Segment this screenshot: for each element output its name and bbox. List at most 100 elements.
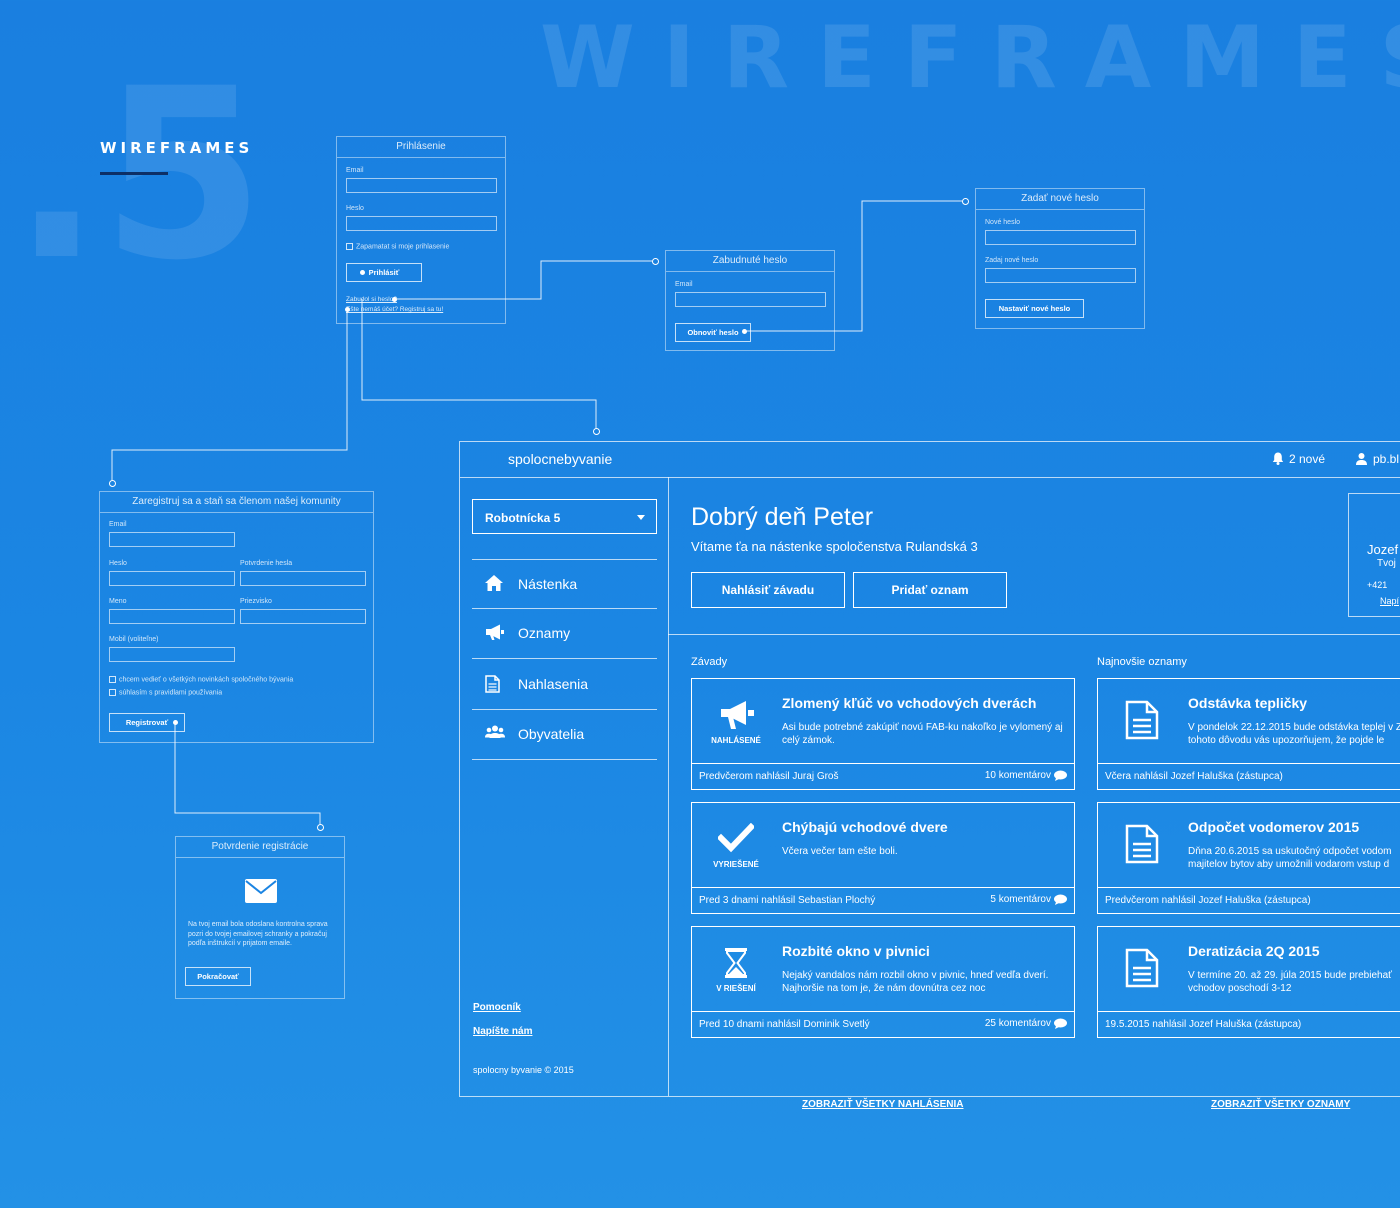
notice-card[interactable]: Odpočet vodomerov 2015 Dňna 20.6.2015 sa… <box>1097 802 1400 914</box>
connector-dot <box>741 328 747 334</box>
email-input[interactable] <box>109 532 235 547</box>
profile-role: Tvoj <box>1377 558 1396 569</box>
card-author: Predvčerom nahlásil Jozef Haluška (zástu… <box>1105 895 1311 906</box>
card-title: Odstávka tepličky <box>1188 695 1308 711</box>
document-icon <box>485 675 500 693</box>
profile-phone: +421 <box>1367 580 1388 590</box>
repeat-password-input[interactable] <box>985 268 1136 283</box>
comments-count: 10 komentárov <box>984 770 1051 782</box>
forgot-password-wireframe: Zabudnuté heslo Email Obnoviť heslo <box>665 250 835 351</box>
nav-divider <box>472 709 657 710</box>
set-password-button[interactable]: Nastaviť nové heslo <box>985 299 1084 318</box>
notices-heading: Najnovšie oznamy <box>1097 656 1187 668</box>
register-button[interactable]: Registrovať <box>109 713 185 732</box>
defect-card[interactable]: V RIEŠENÍ Rozbité okno v pivnici Nejaký … <box>691 926 1075 1038</box>
connector-end <box>961 197 969 205</box>
rules-checkbox[interactable]: súhlasím s pravidlami používania <box>109 689 222 696</box>
user-menu[interactable]: pb.bl <box>1356 452 1399 466</box>
connector-dot <box>344 306 350 312</box>
user-icon <box>1356 453 1367 465</box>
continue-button[interactable]: Pokračovať <box>185 967 251 986</box>
megaphone-icon <box>486 624 504 640</box>
defect-card[interactable]: NAHLÁSENÉ Zlomený kľúč vo vchodových dve… <box>691 678 1075 790</box>
card-description: Nejaký vandalos nám rozbil okno v pivnic… <box>782 970 1049 994</box>
card-author: Pred 3 dnami nahlásil Sebastian Plochý <box>699 895 876 906</box>
confirm-password-input[interactable] <box>240 571 366 586</box>
login-wireframe: Prihlásenie Email Heslo Zapamatat si moj… <box>336 136 506 324</box>
defects-heading: Závady <box>691 656 728 668</box>
sidebar-item-label: Oznamy <box>518 625 571 641</box>
name-input[interactable] <box>109 609 235 624</box>
add-notice-button[interactable]: Pridať oznam <box>853 572 1007 608</box>
comments-link[interactable]: 5 komentárov <box>990 894 1067 905</box>
contact-link[interactable]: Napíšte nám <box>473 1026 533 1037</box>
reset-password-button[interactable]: Obnoviť heslo <box>675 323 751 342</box>
register-link[interactable]: Ešte nemáš účet? Registruj sa tu! <box>346 306 444 313</box>
comment-icon <box>1054 1018 1067 1029</box>
sidebar-item-nahlasenia[interactable]: Nahlasenia <box>472 660 657 708</box>
email-input[interactable] <box>675 292 826 307</box>
email-label: Email <box>346 167 364 174</box>
sidebar-item-obyvatelia[interactable]: Obyvatelia <box>472 710 657 758</box>
help-link[interactable]: Pomocník <box>473 1002 521 1013</box>
name-label: Meno <box>109 598 127 605</box>
connector-dot <box>391 296 397 302</box>
card-icon-area <box>1098 927 1186 1013</box>
home-icon <box>485 575 503 591</box>
card-footer: 19.5.2015 nahlásil Jozef Haluška (zástup… <box>1098 1011 1400 1037</box>
document-icon <box>1125 824 1159 864</box>
comments-link[interactable]: 25 komentárov <box>985 1018 1067 1029</box>
password-label: Heslo <box>346 205 364 212</box>
notice-card[interactable]: Deratizácia 2Q 2015 V termíne 20. až 29.… <box>1097 926 1400 1038</box>
notifications[interactable]: 2 nové <box>1272 452 1325 466</box>
show-all-notices-link[interactable]: ZOBRAZIŤ VŠETKY OZNAMY <box>1211 1099 1351 1110</box>
remember-checkbox[interactable]: Zapamatat si moje prihlasenie <box>346 243 449 250</box>
notice-card[interactable]: Odstávka tepličky V pondelok 22.12.2015 … <box>1097 678 1400 790</box>
background-title: WIREFRAMES <box>540 8 1400 108</box>
newsletter-checkbox[interactable]: chcem vedieť o všetkých novinkách spoloč… <box>109 676 293 683</box>
dashboard-wireframe: spolocnebyvanie 2 nové pb.bl Robotnícka … <box>459 441 1400 1110</box>
new-password-label: Nové heslo <box>985 219 1021 226</box>
comments-link[interactable]: 10 komentárov <box>985 770 1067 781</box>
login-button[interactable]: Prihlásiť <box>346 263 422 282</box>
card-footer: Predvčerom nahlásil Juraj Groš 10 koment… <box>692 763 1074 789</box>
card-description: V pondelok 22.12.2015 bude odstávka tepl… <box>1188 722 1400 746</box>
card-author: Predvčerom nahlásil Juraj Groš <box>699 771 839 782</box>
comments-count: 5 komentárov <box>990 894 1051 906</box>
forgot-password-link[interactable]: Zabudol si heslo? <box>346 296 397 303</box>
confirm-password-label: Potvrdenie hesla <box>240 560 293 567</box>
sidebar-item-oznamy[interactable]: Oznamy <box>472 609 657 657</box>
status-badge: NAHLÁSENÉ <box>711 736 761 745</box>
rules-label: súhlasím s pravidlami používania <box>119 689 223 697</box>
greeting: Dobrý deň Peter <box>691 503 874 531</box>
mobile-input[interactable] <box>109 647 235 662</box>
status-badge: V RIEŠENÍ <box>716 984 756 993</box>
status-badge: VYRIEŠENÉ <box>713 860 759 869</box>
brand-logo[interactable]: spolocnebyvanie <box>508 451 613 467</box>
profile-link[interactable]: Napí <box>1380 596 1400 606</box>
building-select[interactable]: Robotnícka 5 <box>472 499 657 534</box>
login-title: Prihlásenie <box>337 137 505 158</box>
report-defect-button[interactable]: Nahlásiť závadu <box>691 572 845 608</box>
sidebar-item-label: Nahlasenia <box>518 676 589 692</box>
sidebar-item-nastenka[interactable]: Nástenka <box>472 560 657 608</box>
megaphone-icon <box>721 701 754 729</box>
document-icon <box>1125 948 1159 988</box>
email-label: Email <box>675 281 693 288</box>
password-input[interactable] <box>346 216 497 231</box>
card-status-area <box>692 803 780 889</box>
defect-card[interactable]: VYRIEŠENÉ Chýbajú vchodové dvere Včera v… <box>691 802 1075 914</box>
chevron-down-icon <box>637 515 645 520</box>
email-input[interactable] <box>346 178 497 193</box>
hourglass-icon <box>725 948 747 978</box>
password-input[interactable] <box>109 571 235 586</box>
surname-input[interactable] <box>240 609 366 624</box>
profile-name: Jozef <box>1367 542 1399 557</box>
main-content: Dobrý deň Peter Vítame ťa na nástenke sp… <box>668 477 1400 1110</box>
card-author: Včera nahlásil Jozef Haluška (zástupca) <box>1105 771 1283 782</box>
comment-icon <box>1054 770 1067 781</box>
content-divider <box>668 634 1400 635</box>
show-all-reports-link[interactable]: ZOBRAZIŤ VŠETKY NAHLÁSENIA <box>802 1099 964 1110</box>
new-password-input[interactable] <box>985 230 1136 245</box>
